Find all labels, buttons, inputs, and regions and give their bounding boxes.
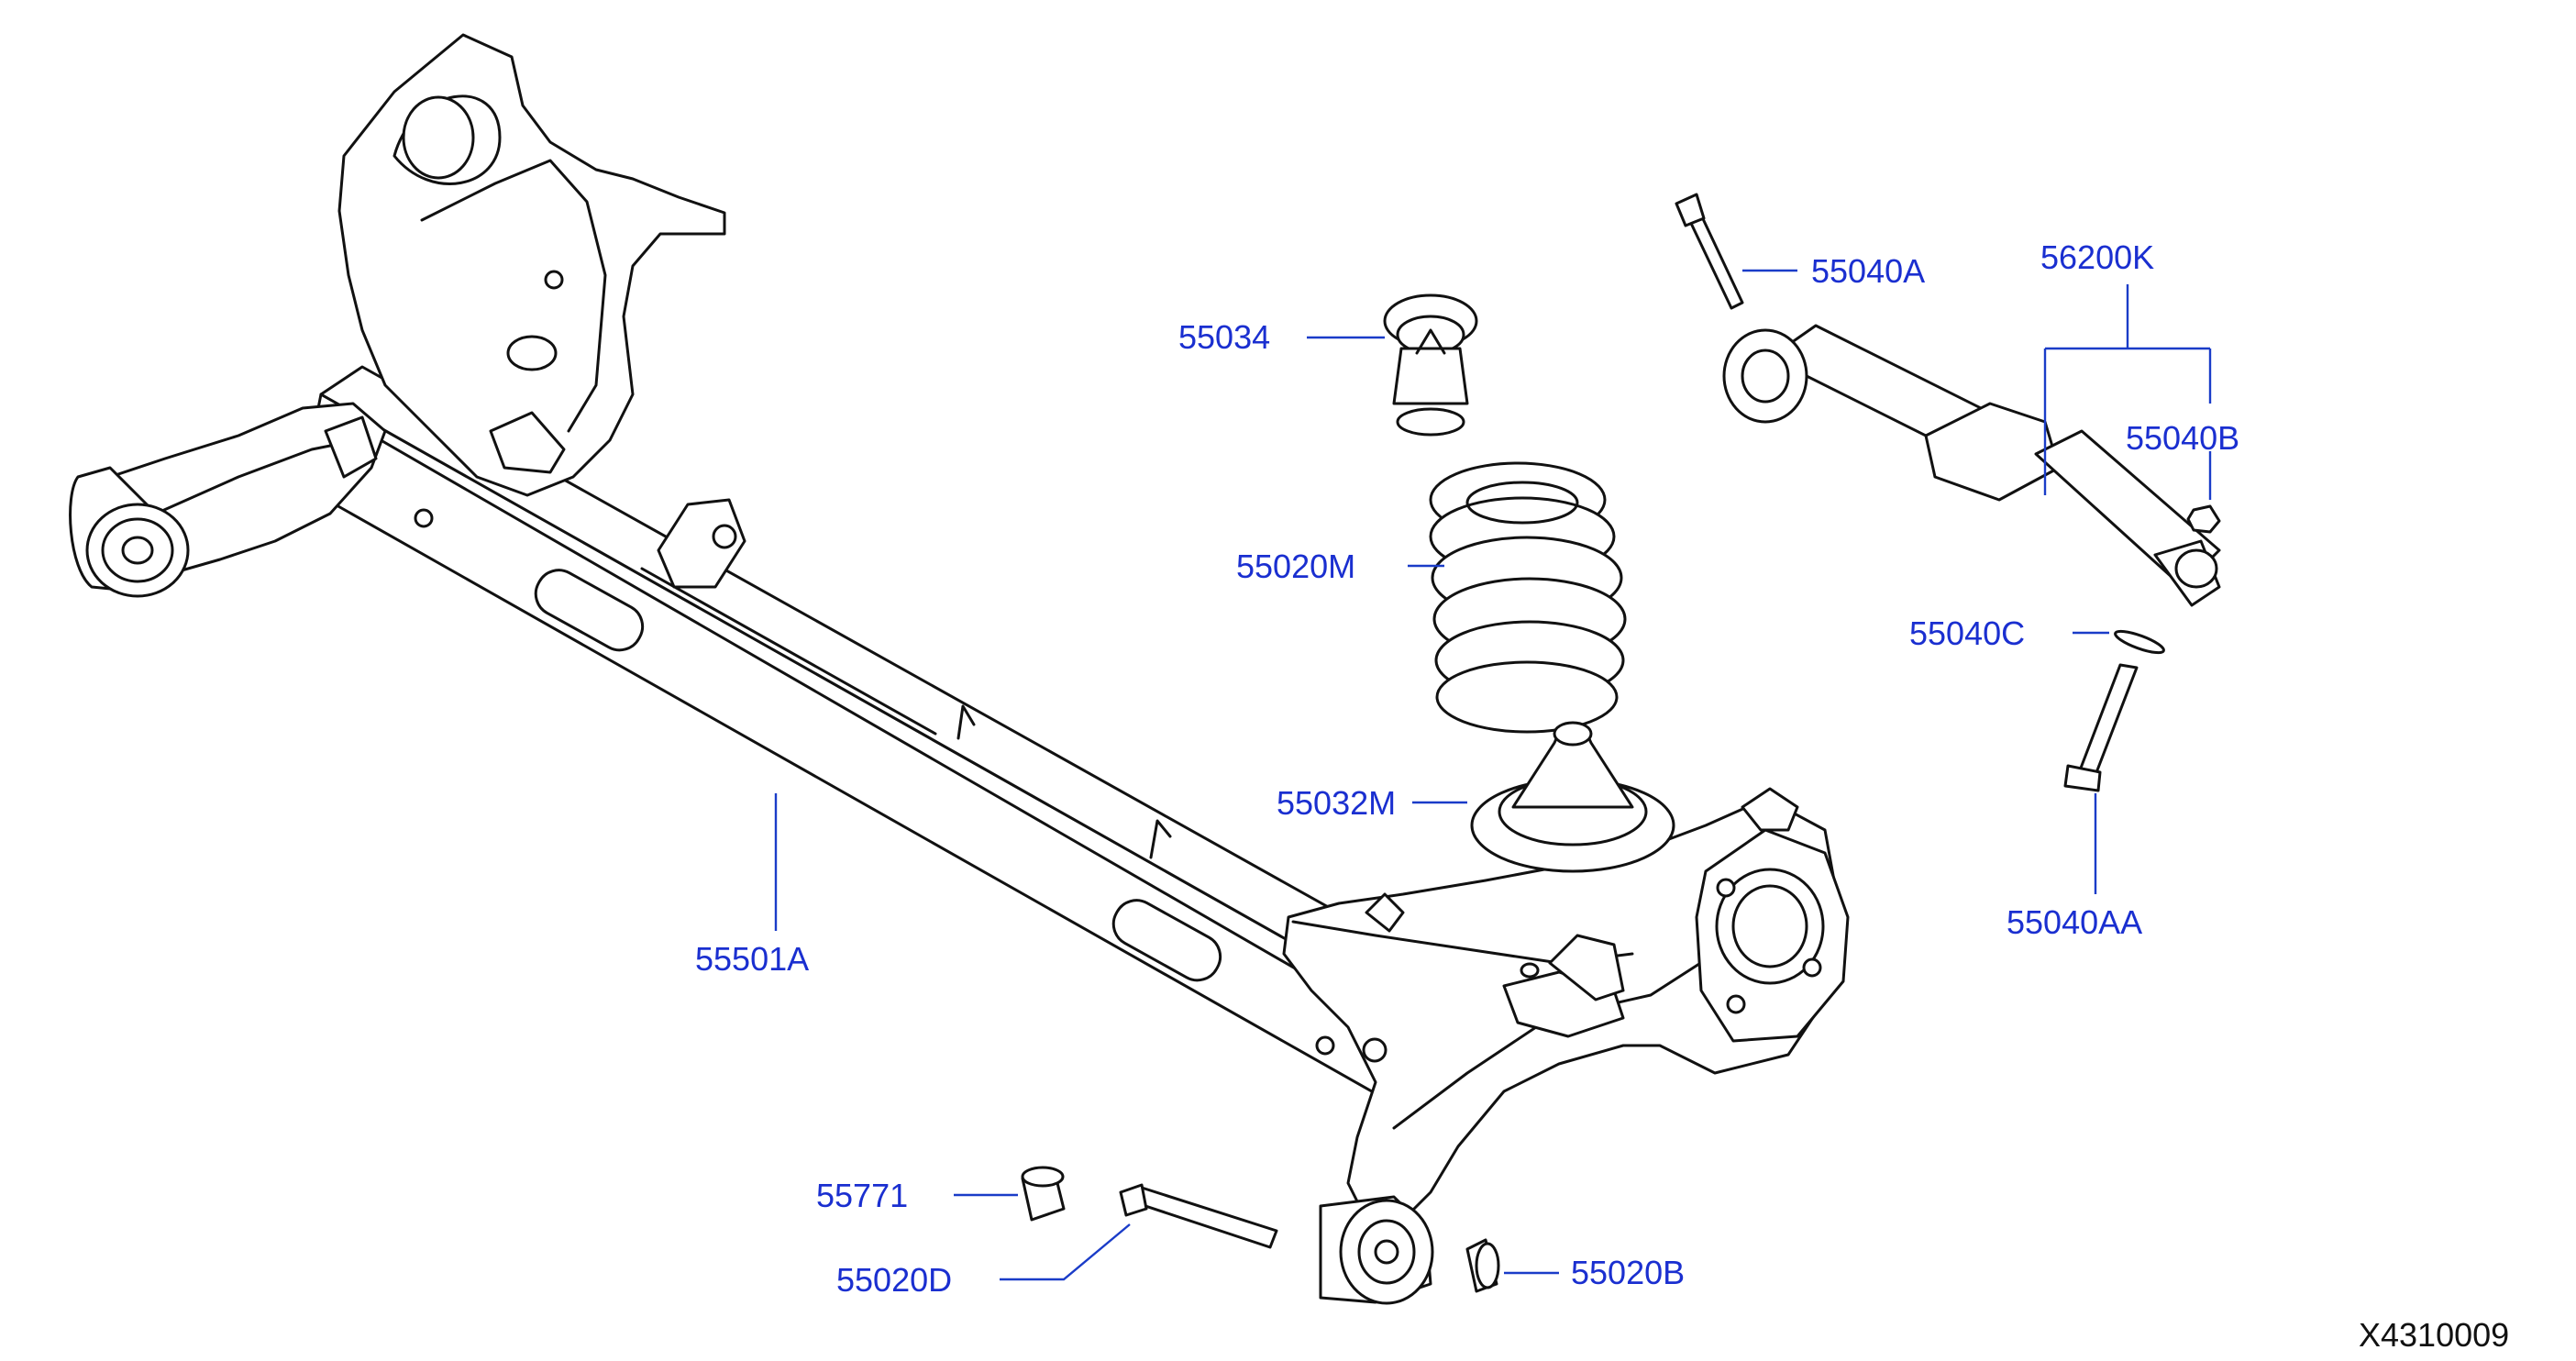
catalog-number: X4310009 bbox=[2359, 1316, 2509, 1354]
callout-55040C: 55040C bbox=[1909, 614, 2025, 652]
rear-axle-beam bbox=[69, 33, 1850, 1305]
callout-55020D: 55020D bbox=[836, 1261, 952, 1299]
callout-55020M: 55020M bbox=[1236, 548, 1355, 585]
callout-55501A: 55501A bbox=[695, 940, 809, 978]
part-56200K-shock-absorber bbox=[1722, 324, 2221, 607]
callout-55040B: 55040B bbox=[2126, 419, 2239, 457]
callout-55034: 55034 bbox=[1178, 318, 1270, 356]
callout-56200K: 56200K bbox=[2040, 238, 2154, 276]
part-55032M-spring-seat bbox=[1470, 721, 1675, 873]
part-55020B-nut bbox=[1465, 1238, 1500, 1293]
part-55040C-washer bbox=[2114, 629, 2165, 655]
part-55020D-bolt bbox=[1119, 1183, 1278, 1249]
part-55040A-bolt bbox=[1675, 193, 1744, 310]
part-55020M-coil-spring bbox=[1429, 461, 1627, 734]
callout-55020B: 55020B bbox=[1571, 1254, 1685, 1291]
callout-55032M: 55032M bbox=[1277, 784, 1396, 822]
part-55040AA-bolt bbox=[2063, 663, 2139, 792]
part-55034-bumper bbox=[1383, 293, 1478, 437]
callout-55771: 55771 bbox=[816, 1177, 908, 1214]
leader-lines bbox=[774, 269, 2212, 1281]
part-55771-cap bbox=[1021, 1166, 1066, 1222]
callout-55040A: 55040A bbox=[1811, 252, 1925, 290]
part-55040B-nut bbox=[2186, 504, 2221, 534]
callout-55040AA: 55040AA bbox=[2007, 903, 2142, 941]
callout-labels: 55034 55020M 55032M 55501A 55771 55020D … bbox=[695, 238, 2239, 1299]
leader-55020D bbox=[1000, 1223, 1131, 1281]
